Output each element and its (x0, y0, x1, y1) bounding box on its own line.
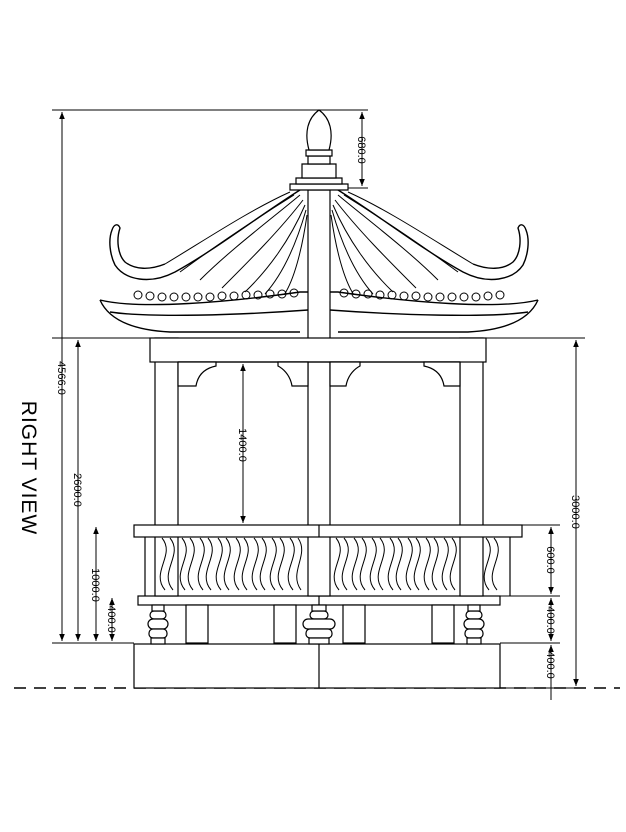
corbel-brackets (177, 361, 461, 387)
dim-label-total-height: 4566.0 (55, 361, 67, 395)
dim-label-finial: 680.0 (355, 136, 367, 164)
plinth (133, 643, 501, 689)
view-title: RIGHT VIEW (17, 401, 40, 535)
roof-tiles (133, 288, 505, 302)
dim-label-column-height: 2600.0 (71, 473, 83, 507)
dimension-lines (52, 109, 585, 700)
railing-balusters (159, 537, 499, 591)
dim-label-seat-to-ground: 1000.0 (89, 568, 101, 602)
roof (99, 189, 539, 333)
upper-beam (149, 337, 487, 363)
column-bases (147, 604, 485, 645)
lower-rail (137, 595, 501, 644)
dim-label-railing: 600.0 (544, 546, 556, 574)
seat-rail (133, 524, 523, 596)
dim-label-eave-to-ground: 3000.0 (569, 495, 581, 529)
dim-label-lower-rail: 400.0 (544, 606, 556, 634)
dim-label-bracket-to-seat: 1400.0 (236, 428, 248, 462)
finial (289, 109, 349, 191)
dim-label-base-rail: 400.0 (105, 605, 117, 633)
dim-label-plinth: 400.0 (544, 651, 556, 679)
